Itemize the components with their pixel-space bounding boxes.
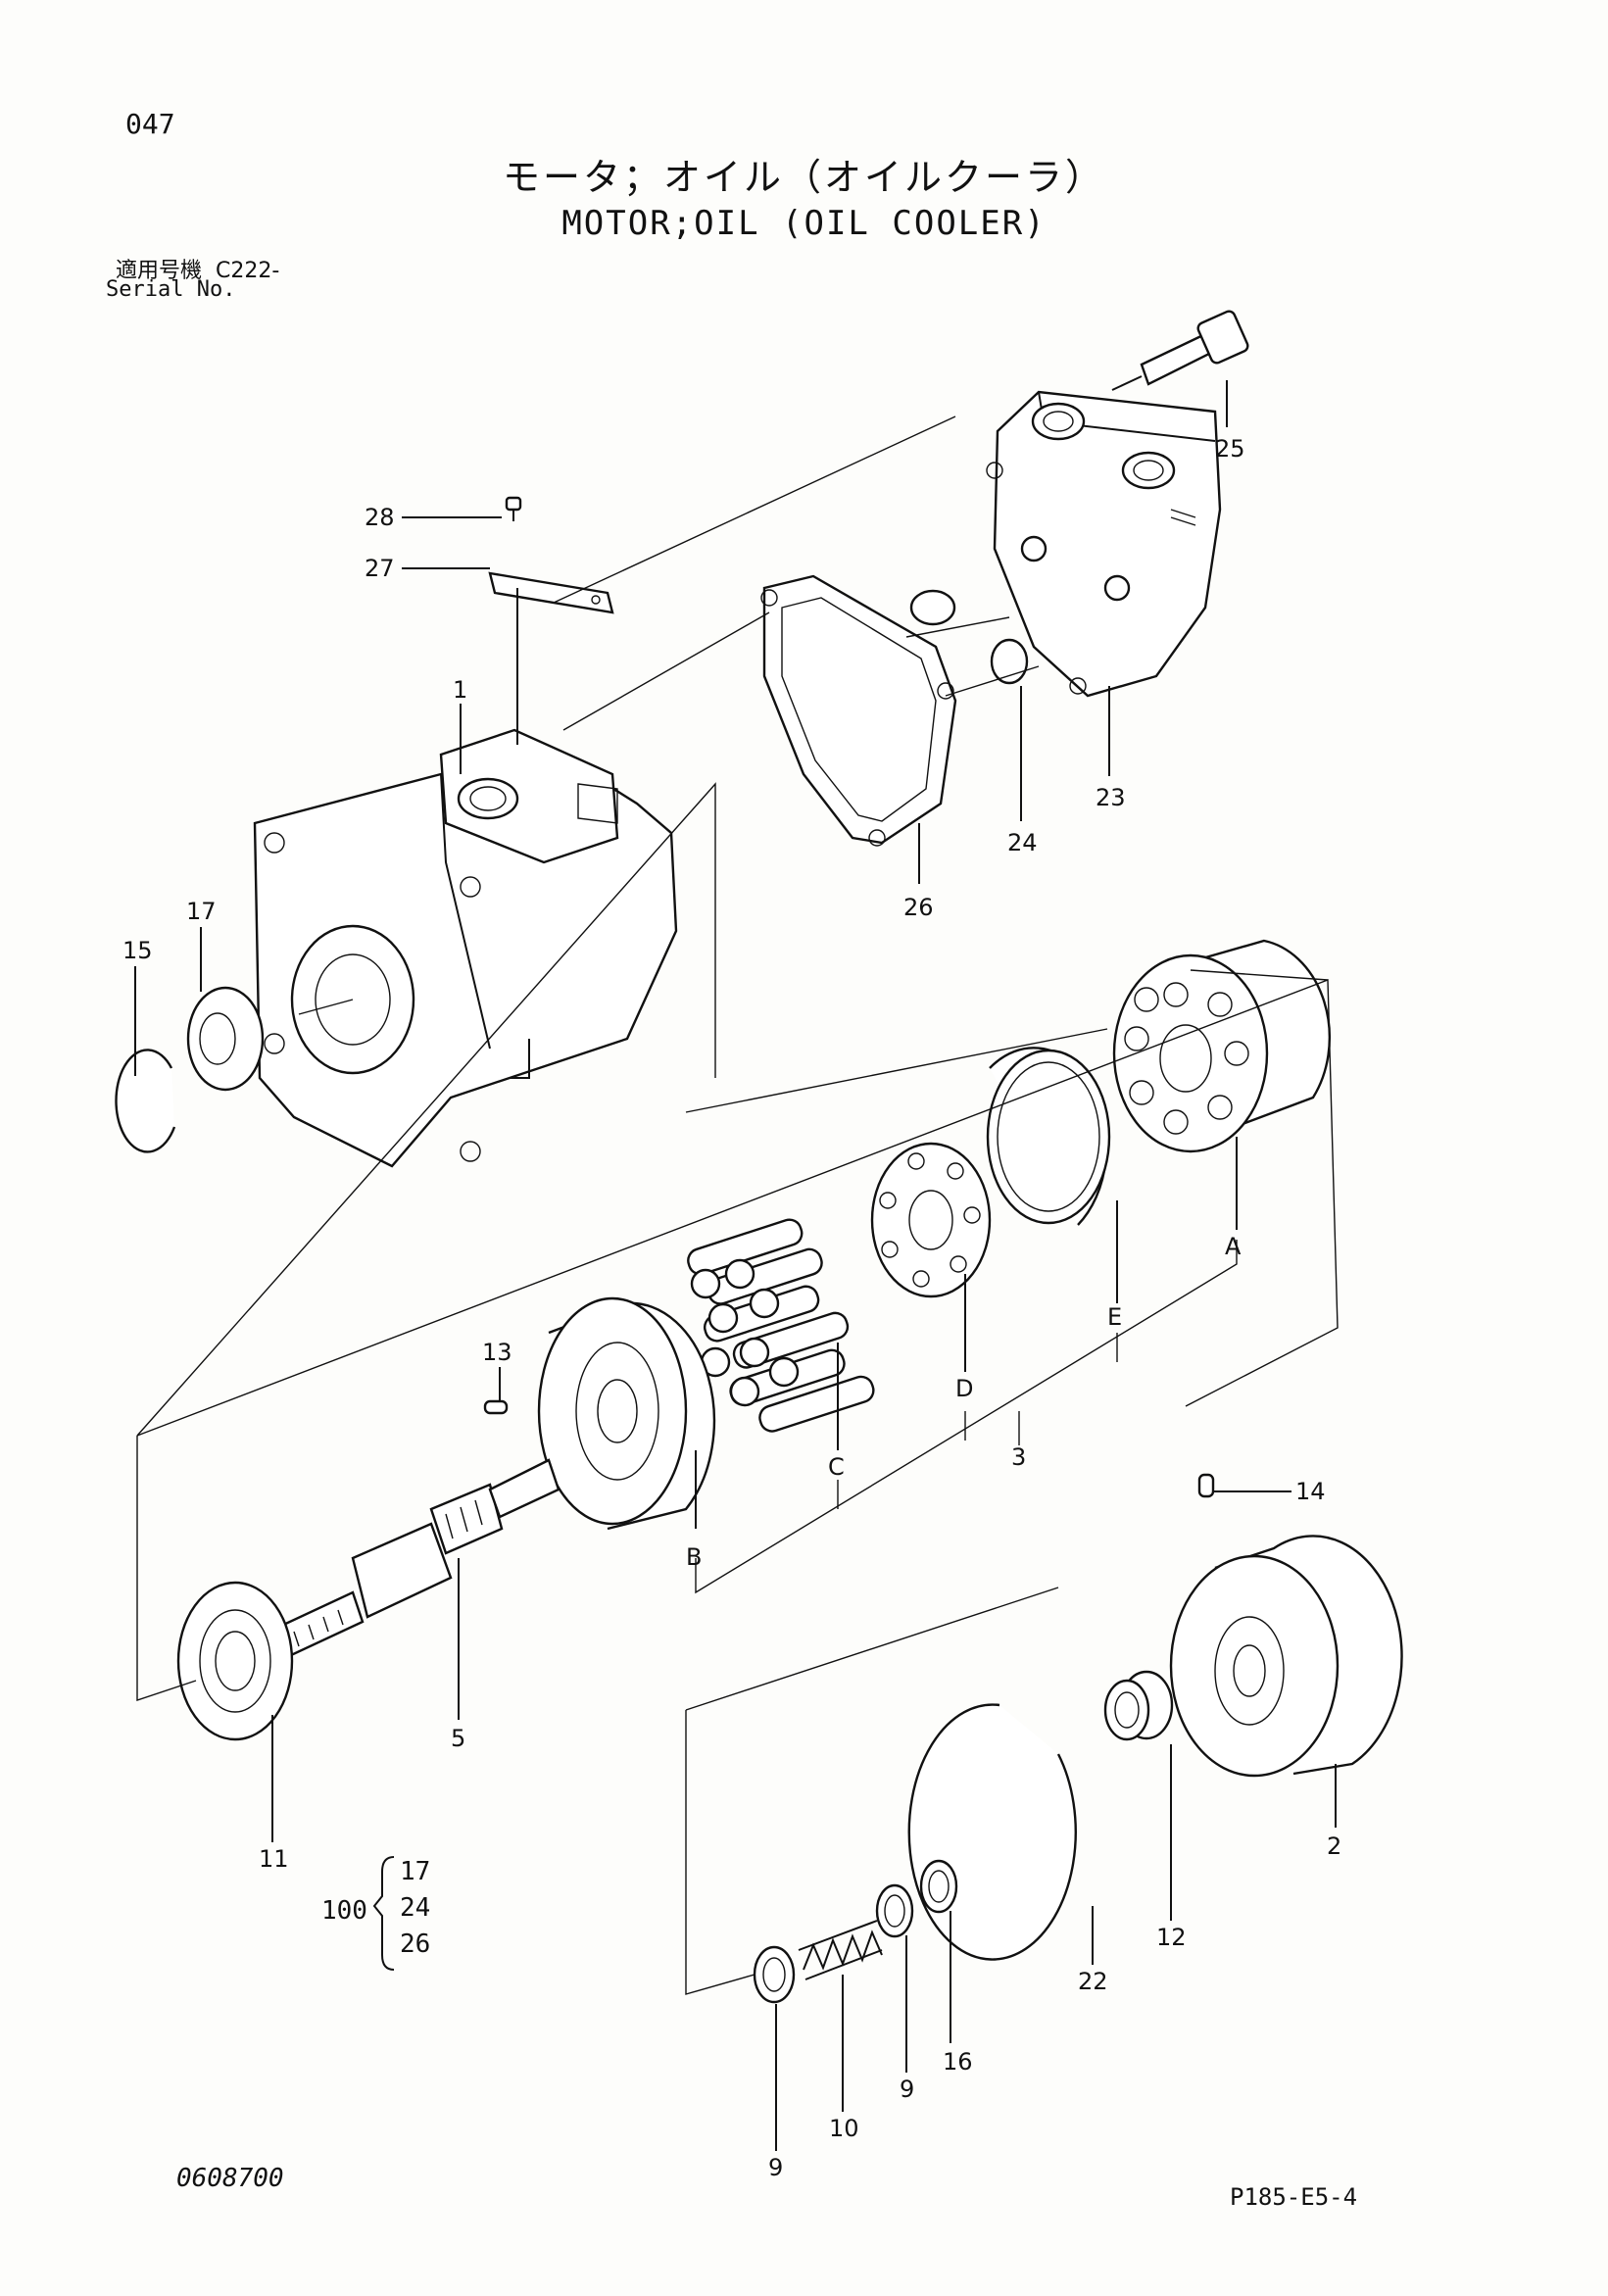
callout-leaders <box>134 380 1337 2151</box>
shaft-part-5 <box>277 1458 560 1658</box>
callout-10: 10 <box>829 2115 859 2142</box>
snap-ring-part-22 <box>907 1703 1077 1961</box>
callout-9-lower: 9 <box>768 2154 783 2181</box>
callout-16: 16 <box>943 2048 973 2076</box>
oil-seal-part-17 <box>186 986 265 1092</box>
callout-C: C <box>828 1453 845 1481</box>
callout-25: 25 <box>1215 435 1245 463</box>
title-japanese: モータ；オイル（オイルクーラ） <box>502 156 1105 199</box>
callout-28: 28 <box>365 504 395 531</box>
pin-part-13 <box>483 1399 509 1415</box>
pin-part-14 <box>1197 1473 1215 1498</box>
callout-15: 15 <box>122 937 153 964</box>
callout-3: 3 <box>1011 1443 1026 1471</box>
callout-1: 1 <box>453 676 467 704</box>
kit-quantity: 100 <box>321 1896 367 1926</box>
kit-item: 17 <box>400 1857 431 1886</box>
callout-2: 2 <box>1327 1832 1341 1860</box>
ring-part-16 <box>919 1859 958 1914</box>
callout-22: 22 <box>1078 1968 1108 1995</box>
spring-part-10 <box>798 1920 883 1980</box>
callout-5: 5 <box>451 1725 465 1752</box>
washer-part-9-lower <box>753 1945 796 2004</box>
cover-part-23 <box>986 390 1222 698</box>
serial-value: C222- <box>216 259 280 283</box>
assembly-bracket-lines <box>136 415 1339 1995</box>
figure-reference: P185-E5-4 <box>1230 2183 1358 2211</box>
screw-part-28 <box>505 496 522 521</box>
callout-13: 13 <box>482 1339 512 1366</box>
callout-27: 27 <box>365 555 395 582</box>
bearing-part-11 <box>176 1581 294 1741</box>
washer-part-9-upper <box>875 1883 914 1938</box>
gasket-part-26 <box>760 574 957 847</box>
callout-23: 23 <box>1096 784 1126 811</box>
callout-14: 14 <box>1295 1478 1326 1505</box>
callout-9-upper: 9 <box>900 2076 914 2103</box>
page-number: 047 <box>125 108 175 140</box>
title-english: MOTOR;OIL (OIL COOLER) <box>561 204 1047 243</box>
needle-bearing-part-12 <box>1103 1670 1174 1741</box>
callout-12: 12 <box>1156 1924 1187 1951</box>
swash-plate-part-D <box>870 1142 992 1298</box>
callout-26: 26 <box>903 894 934 921</box>
housing-part-B <box>537 1296 716 1531</box>
kit-item: 26 <box>400 1930 431 1959</box>
callout-A: A <box>1225 1233 1242 1260</box>
serial-label-en: Serial No. <box>106 277 236 302</box>
callout-17: 17 <box>186 898 217 925</box>
callout-labels: 28 27 1 25 23 24 26 17 15 A E D 3 C B 13… <box>122 435 1341 2181</box>
plate-part-27 <box>488 571 614 614</box>
kit-brace <box>372 1856 395 1971</box>
callout-D: D <box>955 1375 973 1402</box>
cam-ring-part-E <box>986 1047 1111 1226</box>
kit-item: 24 <box>400 1893 431 1923</box>
callout-B: B <box>686 1543 702 1571</box>
pistons-part-C <box>687 1218 875 1433</box>
callout-11: 11 <box>259 1845 289 1873</box>
retaining-ring-part-15 <box>115 1049 176 1153</box>
serial-label-jp: 適用号機 <box>116 259 203 283</box>
cylinder-block-part-A <box>1112 939 1332 1153</box>
document-number: 0608700 <box>176 2164 284 2193</box>
bolt-part-25 <box>1111 310 1249 391</box>
serial-applicability: 適用号機 C222- <box>116 253 279 284</box>
motor-housing-part-1 <box>253 728 678 1168</box>
callout-24: 24 <box>1007 829 1038 856</box>
callout-E: E <box>1107 1303 1122 1331</box>
end-cover-part-2 <box>1169 1535 1403 1778</box>
